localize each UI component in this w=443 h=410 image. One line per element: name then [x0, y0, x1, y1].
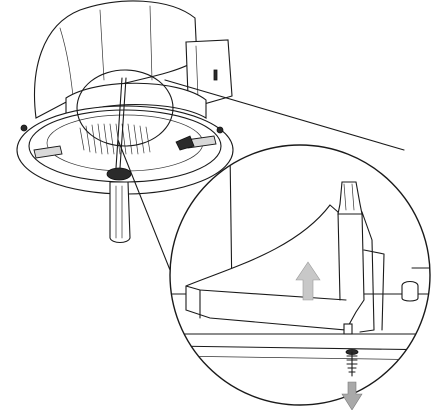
- screwdriver-handle: [109, 181, 131, 244]
- arrow-down-icon: [341, 381, 363, 410]
- screwdriver-shaft: [115, 77, 123, 169]
- ring-screw-left: [20, 124, 28, 132]
- detail-callout-circle: [76, 69, 174, 147]
- arrow-up-icon: [295, 261, 321, 301]
- ring-bracket-left: [33, 145, 63, 159]
- alignment-knob: [401, 280, 419, 302]
- callout-line-upper: [164, 79, 405, 151]
- screw-hole: [343, 323, 353, 335]
- magnified-detail: [169, 144, 431, 410]
- mounting-screw: [345, 349, 359, 377]
- screwdriver-ferrule: [106, 167, 132, 181]
- bracket-body: [185, 204, 365, 331]
- screwdriver: [106, 77, 132, 244]
- wire-clip: [175, 135, 195, 151]
- duct-slot: [213, 69, 218, 81]
- housing-dome: [33, 0, 198, 119]
- bracket-post: [337, 181, 363, 215]
- ring-screw-right: [216, 126, 224, 134]
- fan-housing: [33, 0, 233, 119]
- bracket-side: [359, 211, 375, 333]
